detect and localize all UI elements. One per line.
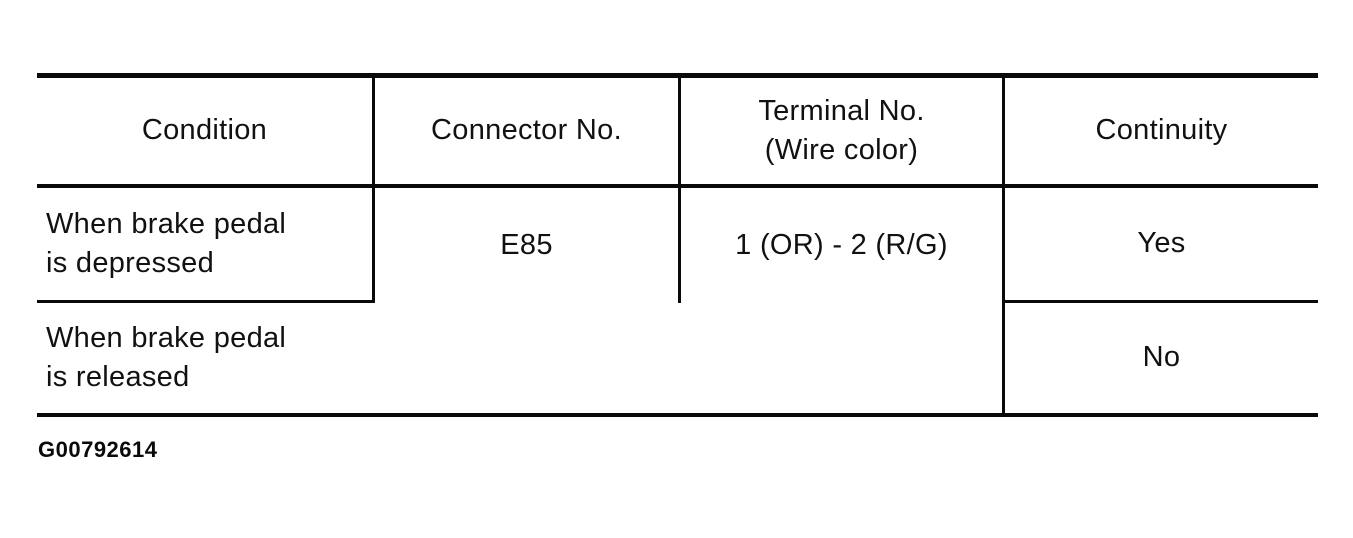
table-cell-continuity-no: No	[1002, 303, 1318, 413]
table-cell-condition-depressed: When brake pedal is depressed	[37, 188, 372, 303]
continuity-check-table: Condition Connector No. Terminal No. (Wi…	[37, 73, 1318, 417]
header-cell-terminal-no: Terminal No. (Wire color)	[678, 78, 1002, 188]
table-cell-terminal-no: 1 (OR) - 2 (R/G)	[678, 188, 1002, 303]
figure-code: G00792614	[38, 437, 158, 462]
table-cell-connector-no: E85	[372, 188, 678, 303]
header-cell-connector-no: Connector No.	[372, 78, 678, 188]
header-cell-continuity: Continuity	[1002, 78, 1318, 188]
table-cell-condition-released: When brake pedal is released	[46, 321, 287, 393]
table-cell-continuity-yes: Yes	[1002, 188, 1318, 303]
header-cell-condition: Condition	[37, 78, 372, 188]
